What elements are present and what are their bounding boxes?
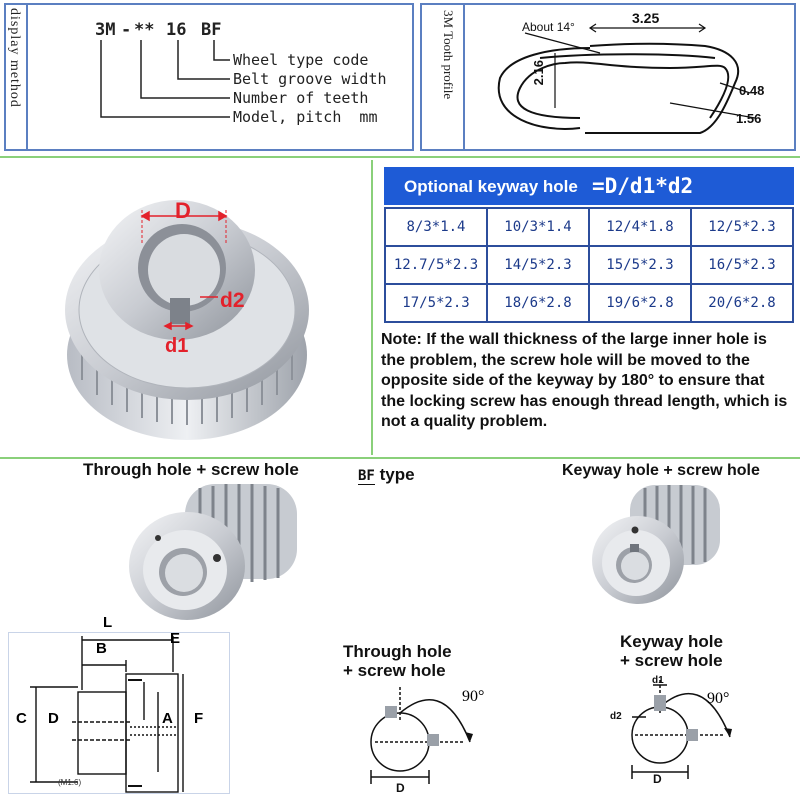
bf-code: BF bbox=[358, 468, 375, 485]
keyway-table: 8/3*1.4 10/3*1.4 12/4*1.8 12/5*2.3 12.7/… bbox=[384, 207, 794, 323]
pulley-photo-main bbox=[65, 200, 309, 440]
dim-label-E: E bbox=[170, 630, 181, 647]
tooth-width-label: 3.25 bbox=[632, 10, 660, 26]
keyway-diagram-angle: 90° bbox=[707, 690, 730, 707]
table-cell: 14/5*2.3 bbox=[486, 245, 590, 285]
keyway-diagram-title-b: + screw hole bbox=[620, 651, 723, 670]
tooth-angle-label: About 14° bbox=[522, 20, 575, 34]
keyway-diagram-d2: d2 bbox=[610, 711, 622, 722]
table-cell: 12.7/5*2.3 bbox=[384, 245, 488, 285]
code-model: 3M bbox=[95, 20, 116, 40]
keyway-diagram-dim: D bbox=[653, 772, 662, 786]
legend-model: Model, pitch mm bbox=[233, 108, 378, 126]
dimension-drawing bbox=[30, 636, 184, 793]
table-cell: 20/6*2.8 bbox=[690, 283, 794, 323]
middle-divider bbox=[371, 160, 373, 455]
keyway-title-formula: =D/d1*d2 bbox=[592, 174, 694, 198]
keyway-diagram-d1: d1 bbox=[652, 675, 664, 686]
table-cell: 15/5*2.3 bbox=[588, 245, 692, 285]
keyway-hole-diagram bbox=[631, 680, 732, 779]
note-text: Note: If the wall thickness of the large… bbox=[381, 331, 788, 430]
bf-type-label: BF type bbox=[358, 465, 415, 485]
legend-groove-width: Belt groove width bbox=[233, 70, 387, 88]
middle-separator bbox=[0, 457, 800, 459]
through-hole-pulley-photo bbox=[129, 484, 297, 620]
dim-label-F: F bbox=[194, 710, 204, 727]
through-diagram-title-a: Through hole bbox=[343, 642, 452, 661]
top-separator bbox=[0, 156, 800, 158]
code-leader-lines bbox=[100, 40, 230, 118]
display-method-divider bbox=[26, 3, 28, 151]
dim-label-small: (M1.6) bbox=[58, 778, 82, 787]
code-teeth: ** bbox=[134, 20, 155, 40]
tooth-height-label: 2.16 bbox=[531, 60, 546, 86]
dimension-drawing-frame bbox=[8, 632, 230, 794]
table-cell: 18/6*2.8 bbox=[486, 283, 590, 323]
tooth-radius-large-label: 1.56 bbox=[736, 111, 762, 126]
dim-label-L: L bbox=[103, 614, 113, 631]
bf-type-word: type bbox=[379, 465, 415, 484]
through-hole-photo-label: Through hole + screw hole bbox=[83, 460, 299, 479]
table-row: 17/5*2.3 18/6*2.8 19/6*2.8 20/6*2.8 bbox=[384, 283, 794, 323]
through-diagram-angle: 90° bbox=[462, 688, 485, 705]
table-cell: 16/5*2.3 bbox=[690, 245, 794, 285]
table-row: 8/3*1.4 10/3*1.4 12/4*1.8 12/5*2.3 bbox=[384, 207, 794, 247]
tooth-profile-side-label: 3M Tooth profile bbox=[441, 10, 456, 100]
pulley-label-d: D bbox=[175, 198, 191, 223]
table-cell: 8/3*1.4 bbox=[384, 207, 488, 247]
tooth-profile-divider bbox=[463, 3, 465, 151]
keyway-title-text: Optional keyway hole bbox=[404, 177, 578, 196]
through-diagram-title-b: + screw hole bbox=[343, 661, 446, 680]
table-cell: 12/4*1.8 bbox=[588, 207, 692, 247]
table-cell: 10/3*1.4 bbox=[486, 207, 590, 247]
table-cell: 17/5*2.3 bbox=[384, 283, 488, 323]
tooth-radius-small-label: 0.48 bbox=[739, 83, 765, 98]
keyway-table-header: Optional keyway hole =D/d1*d2 bbox=[384, 167, 794, 205]
dim-label-C: C bbox=[16, 710, 27, 727]
table-cell: 19/6*2.8 bbox=[588, 283, 692, 323]
through-hole-diagram bbox=[370, 687, 473, 784]
pulley-label-d1: d1 bbox=[165, 335, 189, 357]
dim-label-D: D bbox=[48, 710, 59, 727]
table-cell: 12/5*2.3 bbox=[690, 207, 794, 247]
tooth-profile-frame bbox=[420, 3, 796, 151]
through-diagram-dim: D bbox=[396, 781, 405, 795]
legend-teeth: Number of teeth bbox=[233, 89, 369, 107]
code-type: BF bbox=[201, 20, 222, 40]
code-separator: - bbox=[121, 20, 132, 40]
dim-label-A: A bbox=[162, 710, 173, 727]
dim-label-B: B bbox=[96, 640, 107, 657]
code-width: 16 bbox=[166, 20, 187, 40]
legend-wheel-type: Wheel type code bbox=[233, 51, 369, 69]
keyway-hole-pulley-photo bbox=[592, 485, 720, 604]
pulley-label-d2: d2 bbox=[220, 289, 245, 312]
pulley-dimension-marks bbox=[140, 210, 228, 331]
keyway-hole-photo-label: Keyway hole + screw hole bbox=[562, 462, 760, 479]
tooth-profile-drawing bbox=[497, 23, 756, 134]
table-row: 12.7/5*2.3 14/5*2.3 15/5*2.3 16/5*2.3 bbox=[384, 245, 794, 285]
display-method-frame bbox=[4, 3, 414, 151]
display-method-side-label: display method bbox=[7, 8, 22, 108]
keyway-diagram-title-a: Keyway hole bbox=[620, 632, 723, 651]
